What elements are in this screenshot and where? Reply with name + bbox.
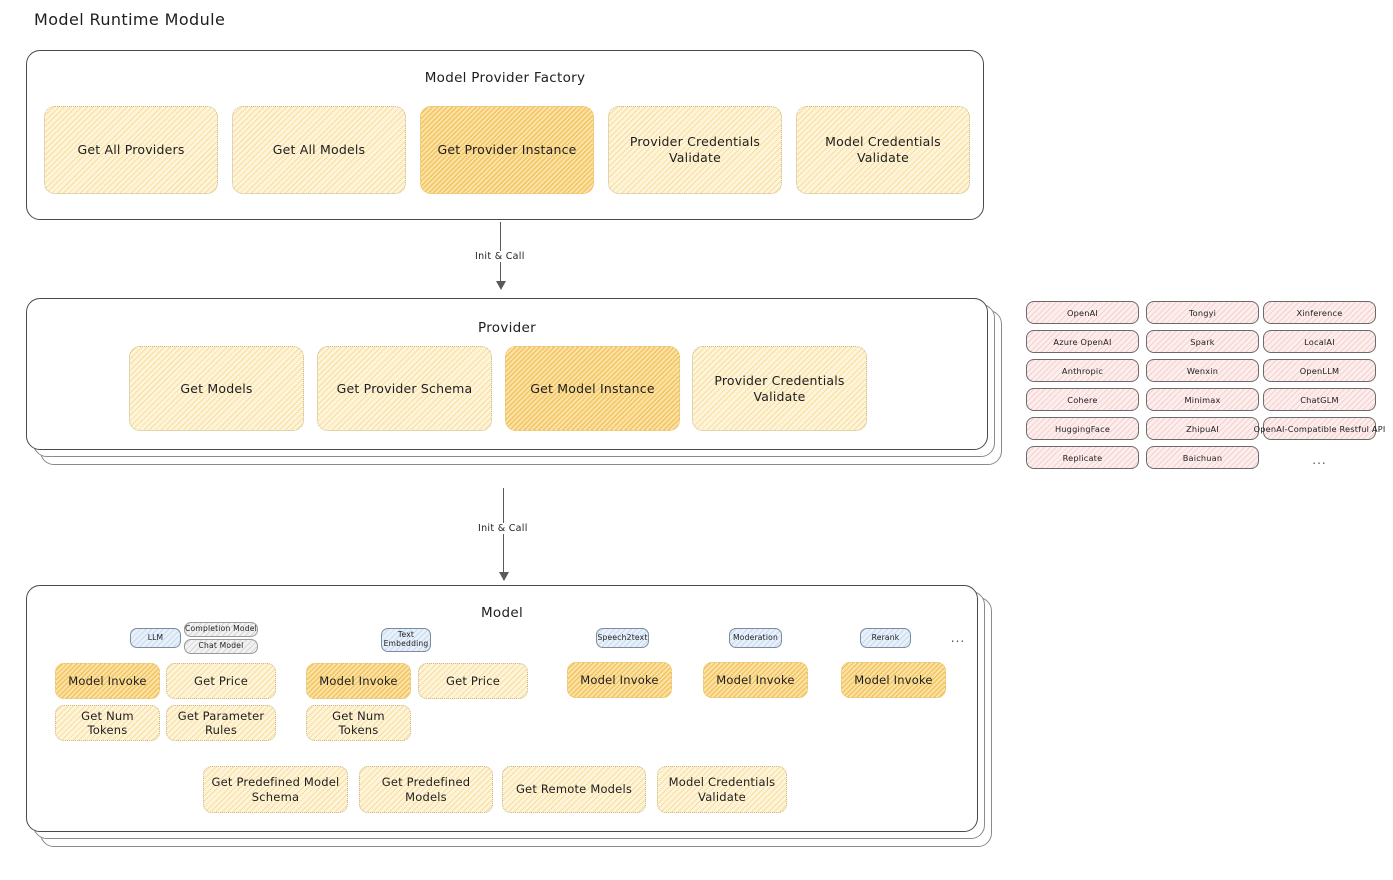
model-shared-op-get-predefined-model-schema[interactable]: Get Predefined Model Schema <box>203 766 348 813</box>
provider-list-more: ... <box>1312 453 1327 467</box>
model-op-moderation-model-invoke[interactable]: Model Invoke <box>703 662 808 698</box>
factory-op-get-all-models[interactable]: Get All Models <box>232 106 406 194</box>
provider-chip-minimax[interactable]: Minimax <box>1146 388 1259 411</box>
arrow-provider-to-model-line <box>503 488 505 580</box>
arrow-factory-to-provider-label: Init & Call <box>471 251 529 262</box>
model-op-rerank-model-invoke[interactable]: Model Invoke <box>841 662 946 698</box>
provider-chip-baichuan[interactable]: Baichuan <box>1146 446 1259 469</box>
page-title: Model Runtime Module <box>34 10 226 29</box>
provider-chip-huggingface[interactable]: HuggingFace <box>1026 417 1139 440</box>
provider-chip-tongyi[interactable]: Tongyi <box>1146 301 1259 324</box>
model-provider-factory-title: Model Provider Factory <box>424 70 586 86</box>
provider-chip-azure-openai[interactable]: Azure OpenAI <box>1026 330 1139 353</box>
model-op-llm-model-invoke[interactable]: Model Invoke <box>55 663 160 699</box>
model-shared-op-get-predefined-models[interactable]: Get Predefined Models <box>359 766 493 813</box>
model-title: Model <box>480 605 524 621</box>
provider-chip-wenxin[interactable]: Wenxin <box>1146 359 1259 382</box>
provider-chip-openai-compatible-restful-api[interactable]: OpenAI-Compatible Restful API <box>1254 417 1385 440</box>
model-op-text-embedding-model-invoke[interactable]: Model Invoke <box>306 663 411 699</box>
provider-chip-anthropic[interactable]: Anthropic <box>1026 359 1139 382</box>
provider-chip-openllm[interactable]: OpenLLM <box>1263 359 1376 382</box>
model-op-llm-get-parameter-rules[interactable]: Get Parameter Rules <box>166 705 276 741</box>
arrow-provider-to-model-label: Init & Call <box>474 523 532 534</box>
arrow-provider-to-model-head <box>499 572 509 581</box>
provider-chip-xinference[interactable]: Xinference <box>1263 301 1376 324</box>
provider-op-get-provider-schema[interactable]: Get Provider Schema <box>317 346 492 431</box>
factory-op-model-credentials-validate[interactable]: Model Credentials Validate <box>796 106 970 194</box>
model-type-chip-speech2text[interactable]: Speech2text <box>596 628 649 648</box>
provider-op-get-models[interactable]: Get Models <box>129 346 304 431</box>
factory-op-get-provider-instance[interactable]: Get Provider Instance <box>420 106 594 194</box>
provider-chip-replicate[interactable]: Replicate <box>1026 446 1139 469</box>
provider-chip-openai[interactable]: OpenAI <box>1026 301 1139 324</box>
model-op-llm-get-num-tokens[interactable]: Get Num Tokens <box>55 705 160 741</box>
model-types-more: ... <box>950 631 966 645</box>
model-subtype-chip-chat-model[interactable]: Chat Model <box>184 639 258 654</box>
model-op-llm-get-price[interactable]: Get Price <box>166 663 276 699</box>
factory-op-get-all-providers[interactable]: Get All Providers <box>44 106 218 194</box>
model-shared-op-get-remote-models[interactable]: Get Remote Models <box>502 766 646 813</box>
provider-chip-chatglm[interactable]: ChatGLM <box>1263 388 1376 411</box>
model-op-text-embedding-get-price[interactable]: Get Price <box>418 663 528 699</box>
model-type-chip-text-embedding[interactable]: Text Embedding <box>381 628 431 652</box>
provider-op-get-model-instance[interactable]: Get Model Instance <box>505 346 680 431</box>
model-type-chip-moderation[interactable]: Moderation <box>729 628 782 648</box>
provider-title: Provider <box>478 320 536 336</box>
provider-chip-cohere[interactable]: Cohere <box>1026 388 1139 411</box>
model-shared-op-model-credentials-validate[interactable]: Model Credentials Validate <box>657 766 787 813</box>
model-type-chip-rerank[interactable]: Rerank <box>860 628 911 648</box>
model-op-speech2text-model-invoke[interactable]: Model Invoke <box>567 662 672 698</box>
model-op-text-embedding-get-num-tokens[interactable]: Get Num Tokens <box>306 705 411 741</box>
model-type-chip-llm[interactable]: LLM <box>130 628 181 648</box>
model-subtype-chip-completion-model[interactable]: Completion Model <box>184 622 258 637</box>
provider-chip-localai[interactable]: LocalAI <box>1263 330 1376 353</box>
provider-chip-spark[interactable]: Spark <box>1146 330 1259 353</box>
provider-chip-zhipuai[interactable]: ZhipuAI <box>1146 417 1259 440</box>
provider-op-provider-credentials-validate[interactable]: Provider Credentials Validate <box>692 346 867 431</box>
arrow-factory-to-provider-head <box>496 281 506 290</box>
factory-op-provider-credentials-validate[interactable]: Provider Credentials Validate <box>608 106 782 194</box>
